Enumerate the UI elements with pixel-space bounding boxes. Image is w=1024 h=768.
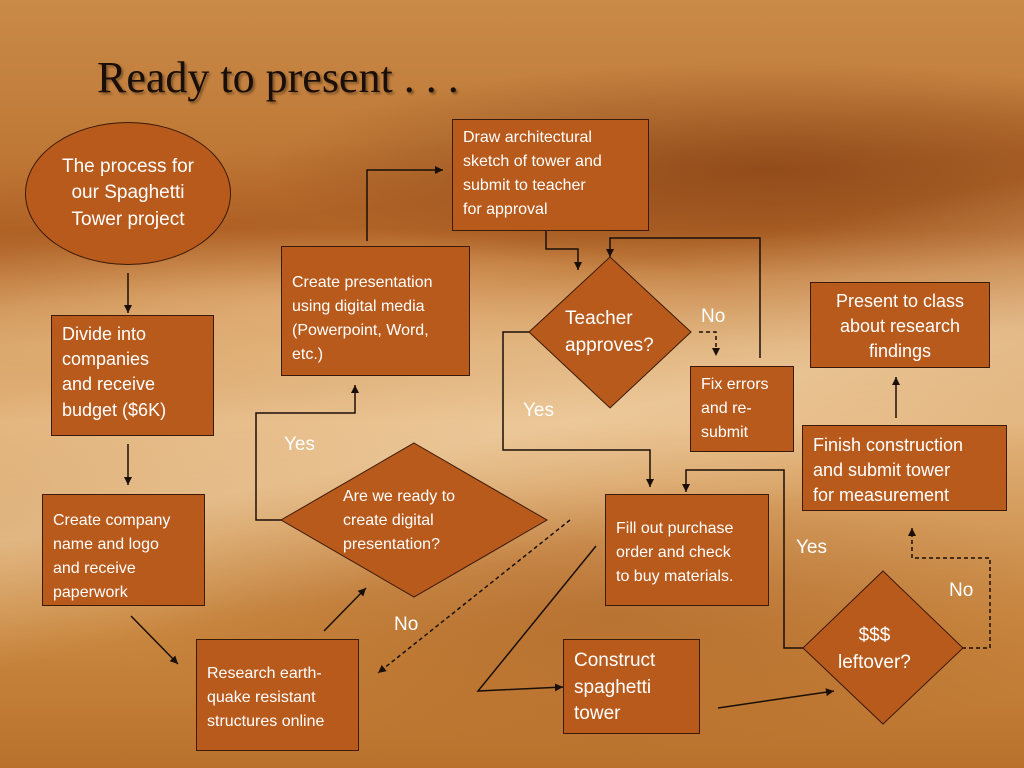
purchase-box: Fill out purchase order and check to buy… xyxy=(605,494,769,606)
company-box: Create company name and logo and receive… xyxy=(42,494,205,606)
leftover-decision-diamond xyxy=(802,570,964,725)
purchase-text: Fill out purchase order and check to buy… xyxy=(616,520,734,585)
teacher-question-text: Teacher approves? xyxy=(565,308,654,356)
ready-question-text: Are we ready to create digital presentat… xyxy=(343,488,456,553)
arrow-leftover-yes xyxy=(682,469,805,649)
divide-text: Divide into companies and receive budget… xyxy=(62,324,167,420)
present-text: Present to class about research findings xyxy=(835,291,965,362)
research-box: Research earth- quake resistant structur… xyxy=(196,639,359,751)
present-box: Present to class about research findings xyxy=(810,282,990,368)
sketch-box: Draw architectural sketch of tower and s… xyxy=(452,119,649,231)
arrow-research-to-ready xyxy=(323,587,367,632)
construct-text: Construct spaghetti tower xyxy=(574,650,656,725)
arrow-fix-to-teacher xyxy=(606,237,761,358)
fix-text: Fix errors and re- submit xyxy=(701,376,769,441)
construct-box: Construct spaghetti tower xyxy=(563,639,700,734)
finish-text: Finish construction and submit tower for… xyxy=(813,435,964,506)
arrow-teacher-yes xyxy=(502,331,654,487)
yes-label-ready: Yes xyxy=(284,434,315,455)
research-text: Research earth- quake resistant structur… xyxy=(207,665,325,730)
arrow-ready-yes xyxy=(255,385,359,521)
yes-label-teacher: Yes xyxy=(523,400,554,421)
arrow-sketch-to-teacher xyxy=(545,231,582,270)
arrow-leftover-no xyxy=(908,528,991,649)
slide-title: Ready to present . . . xyxy=(97,53,459,102)
fix-box: Fix errors and re- submit xyxy=(690,366,794,452)
yes-label-leftover: Yes xyxy=(796,537,827,558)
company-text: Create company name and logo and receive… xyxy=(53,512,171,601)
arrow-teacher-no xyxy=(699,331,720,356)
no-label-ready: No xyxy=(394,614,419,635)
presentation-text: Create presentation using digital media … xyxy=(292,274,433,363)
sketch-text: Draw architectural sketch of tower and s… xyxy=(463,129,602,218)
start-ellipse: The process for our Spaghetti Tower proj… xyxy=(25,122,231,265)
arrow-ready-no xyxy=(377,519,571,674)
divide-box: Divide into companies and receive budget… xyxy=(51,315,214,436)
presentation-box: Create presentation using digital media … xyxy=(281,246,470,376)
no-label-leftover: No xyxy=(949,580,974,601)
arrow-company-to-research xyxy=(130,615,179,665)
leftover-question-text: $$$ leftover? xyxy=(838,625,911,673)
arrow-purchase-to-construct xyxy=(476,545,597,692)
ready-decision-diamond xyxy=(280,442,548,598)
arrow-presentation-to-sketch xyxy=(366,166,443,241)
start-text: The process for our Spaghetti Tower proj… xyxy=(62,155,194,230)
arrow-construct-to-leftover xyxy=(717,688,835,709)
finish-box: Finish construction and submit tower for… xyxy=(802,425,1007,511)
teacher-decision-diamond xyxy=(528,256,692,409)
no-label-teacher: No xyxy=(701,306,726,327)
